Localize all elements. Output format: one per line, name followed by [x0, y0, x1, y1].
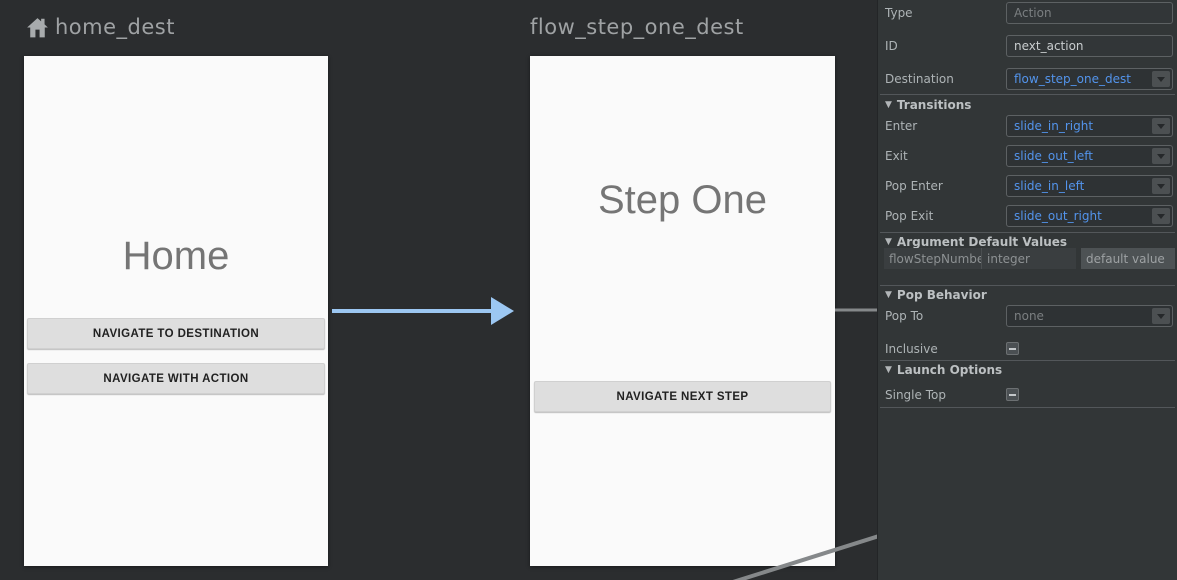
selected-action-arrow[interactable]	[332, 297, 514, 325]
exit-value: slide_out_left	[1014, 149, 1094, 163]
home-dest-screen[interactable]: Home NAVIGATE TO DESTINATION NAVIGATE WI…	[24, 56, 328, 566]
chevron-down-icon[interactable]	[1152, 118, 1170, 134]
chevron-down-icon[interactable]	[1152, 208, 1170, 224]
divider	[880, 407, 1175, 408]
home-icon	[24, 14, 51, 41]
argument-default-value-cell[interactable]: default value	[1081, 248, 1175, 269]
step-one-screen-title: Step One	[597, 178, 767, 222]
destination-value: flow_step_one_dest	[1014, 72, 1131, 86]
enter-label: Enter	[885, 119, 918, 133]
type-label: Type	[885, 6, 913, 20]
action-arrow-head	[491, 297, 514, 325]
pop-enter-label: Pop Enter	[885, 179, 943, 193]
home-dest-header[interactable]: home_dest	[24, 10, 175, 44]
type-input[interactable]	[1007, 3, 1172, 23]
pop-exit-value: slide_out_right	[1014, 209, 1102, 223]
exit-label: Exit	[885, 149, 908, 163]
transitions-header-label: Transitions	[896, 97, 972, 112]
transitions-section-header[interactable]: ▼ Transitions	[885, 97, 971, 112]
single-top-checkbox[interactable]	[1006, 388, 1019, 401]
exit-select[interactable]: slide_out_left	[1006, 145, 1173, 167]
divider	[880, 94, 1175, 95]
pop-enter-value: slide_in_left	[1014, 179, 1085, 193]
navigate-to-destination-button: NAVIGATE TO DESTINATION	[27, 318, 325, 349]
pop-enter-select[interactable]: slide_in_left	[1006, 175, 1173, 197]
flow-step-one-dest-title: flow_step_one_dest	[530, 15, 744, 39]
arguments-section-header[interactable]: ▼ Argument Default Values	[885, 234, 1067, 249]
flow-step-one-dest-screen[interactable]: Step One NAVIGATE NEXT STEP	[530, 56, 835, 566]
divider	[880, 285, 1175, 286]
arguments-header-label: Argument Default Values	[896, 234, 1068, 249]
chevron-down-icon[interactable]	[1152, 148, 1170, 164]
launch-options-section-header[interactable]: ▼ Launch Options	[885, 362, 1002, 377]
id-field[interactable]	[1006, 35, 1173, 57]
indeterminate-dash-icon	[1009, 393, 1016, 396]
launch-options-header-label: Launch Options	[896, 362, 1003, 377]
navigate-with-action-button: NAVIGATE WITH ACTION	[27, 363, 325, 394]
pop-behavior-section-header[interactable]: ▼ Pop Behavior	[885, 287, 987, 302]
enter-value: slide_in_right	[1014, 119, 1094, 133]
destination-select[interactable]: flow_step_one_dest	[1006, 68, 1173, 90]
inclusive-checkbox[interactable]	[1006, 342, 1019, 355]
navigate-next-step-button: NAVIGATE NEXT STEP	[534, 381, 831, 412]
chevron-down-icon[interactable]	[1152, 178, 1170, 194]
collapse-triangle-icon: ▼	[885, 364, 892, 375]
indeterminate-dash-icon	[1009, 347, 1016, 350]
pop-to-label: Pop To	[885, 309, 924, 323]
id-label: ID	[885, 39, 898, 53]
attributes-panel: Type ID Destination flow_step_one_dest ▼…	[877, 0, 1177, 580]
collapse-triangle-icon: ▼	[885, 236, 892, 247]
chevron-down-icon[interactable]	[1152, 71, 1170, 87]
pop-exit-label: Pop Exit	[885, 209, 934, 223]
collapse-triangle-icon: ▼	[885, 289, 892, 300]
pop-exit-select[interactable]: slide_out_right	[1006, 205, 1173, 227]
home-screen-title: Home	[122, 234, 230, 278]
divider	[880, 360, 1175, 361]
pop-to-select[interactable]: none	[1006, 305, 1173, 327]
nav-graph-canvas[interactable]: home_dest flow_step_one_dest Home NAVIGA…	[0, 0, 877, 580]
home-dest-title: home_dest	[55, 15, 175, 39]
pop-behavior-header-label: Pop Behavior	[896, 287, 987, 302]
collapse-triangle-icon: ▼	[885, 99, 892, 110]
argument-type-cell[interactable]: integer	[981, 248, 1076, 269]
single-top-label: Single Top	[885, 388, 946, 402]
type-field[interactable]	[1006, 2, 1173, 24]
enter-select[interactable]: slide_in_right	[1006, 115, 1173, 137]
flow-step-one-dest-header[interactable]: flow_step_one_dest	[530, 10, 744, 44]
destination-label: Destination	[885, 72, 954, 86]
inclusive-label: Inclusive	[885, 342, 938, 356]
argument-name-cell[interactable]: flowStepNumber	[884, 248, 981, 269]
chevron-down-icon[interactable]	[1152, 308, 1170, 324]
pop-to-value: none	[1014, 309, 1044, 323]
id-input[interactable]	[1007, 36, 1172, 56]
divider	[880, 232, 1175, 233]
